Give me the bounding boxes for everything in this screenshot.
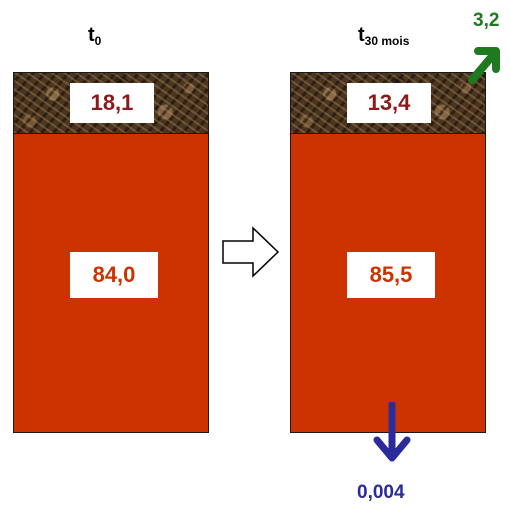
leaching-arrow-icon — [373, 402, 411, 462]
title-t30-sub: 30 mois — [364, 34, 410, 48]
soil-layer-t30: 13,4 — [290, 72, 486, 134]
uptake-arrow-icon — [468, 47, 500, 84]
leaching-value: 0,004 — [357, 482, 405, 503]
column-t30: 13,4 85,5 — [290, 72, 486, 433]
uptake-value: 3,2 — [473, 10, 500, 31]
title-t0-sub: 0 — [94, 34, 102, 48]
title-t30: t30 mois — [358, 24, 409, 47]
rock-layer-t0: 84,0 — [13, 133, 209, 433]
rock-layer-t30: 85,5 — [290, 133, 486, 433]
title-t0: t0 — [88, 24, 101, 47]
rock-value-t0: 84,0 — [70, 252, 158, 298]
column-t0: 18,1 84,0 — [13, 72, 209, 433]
title-t30-main: t — [358, 24, 365, 46]
transition-arrow-icon — [222, 226, 280, 278]
rock-value-t30: 85,5 — [347, 252, 435, 298]
title-t0-main: t — [88, 24, 95, 46]
soil-value-t0: 18,1 — [70, 83, 154, 123]
soil-value-t30: 13,4 — [347, 83, 431, 123]
soil-layer-t0: 18,1 — [13, 72, 209, 134]
